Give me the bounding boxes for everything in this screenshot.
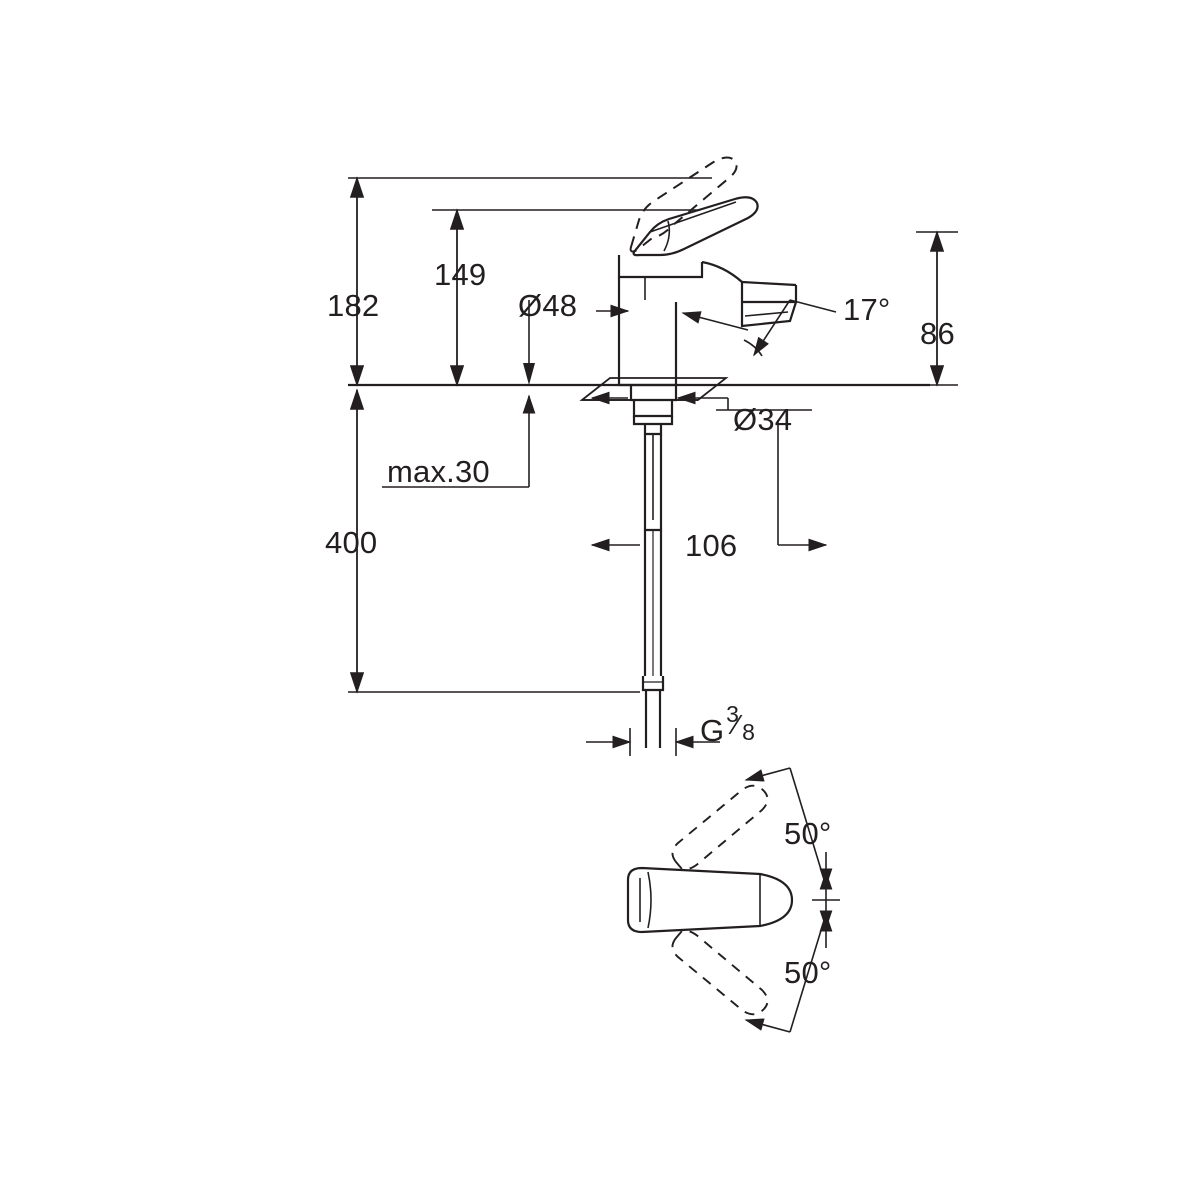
- dimension-label-angle-50-lower: 50°: [784, 955, 832, 990]
- dimension-label-400: 400: [325, 525, 378, 560]
- g-thread-slash: ⁄: [734, 709, 739, 740]
- dimension-label-diameter-48: Ø48: [518, 288, 578, 323]
- dimension-angle-50-upper: [744, 767, 840, 901]
- dimension-106: [590, 420, 828, 552]
- dimension-86: [916, 230, 958, 387]
- leader-diameter-34: [590, 391, 812, 411]
- dimension-label-86: 86: [920, 316, 955, 351]
- dimension-label-149: 149: [434, 257, 487, 292]
- mounting-surface: [348, 377, 930, 401]
- leader-angle-17: [681, 299, 837, 357]
- dimension-label-182: 182: [327, 288, 380, 323]
- dimension-label-diameter-34: Ø34: [733, 402, 793, 437]
- mounting-shank: [632, 400, 674, 532]
- flexible-hose: [641, 530, 665, 748]
- dimension-label-106: 106: [685, 528, 738, 563]
- g-thread-prefix: G: [700, 713, 725, 748]
- dimension-label-angle-17: 17°: [843, 292, 891, 327]
- faucet-body-front-view: [617, 156, 798, 402]
- dimension-149: [432, 208, 700, 387]
- g-thread-denominator: 8: [742, 719, 755, 745]
- faucet-top-view: [626, 784, 794, 1016]
- dimension-angle-50-lower: [744, 900, 833, 1033]
- g-thread-numerator: 3: [726, 701, 739, 727]
- dimension-g38: [586, 728, 720, 756]
- dimension-label-angle-50-upper: 50°: [784, 816, 832, 851]
- dimension-label-max-30: max.30: [387, 454, 490, 489]
- dimension-182: [348, 176, 712, 387]
- leader-diameter-48: [523, 300, 630, 385]
- dimension-400: [348, 388, 640, 694]
- leader-max-30: [382, 394, 536, 488]
- g-thread-fraction: 3⁄8: [724, 701, 758, 745]
